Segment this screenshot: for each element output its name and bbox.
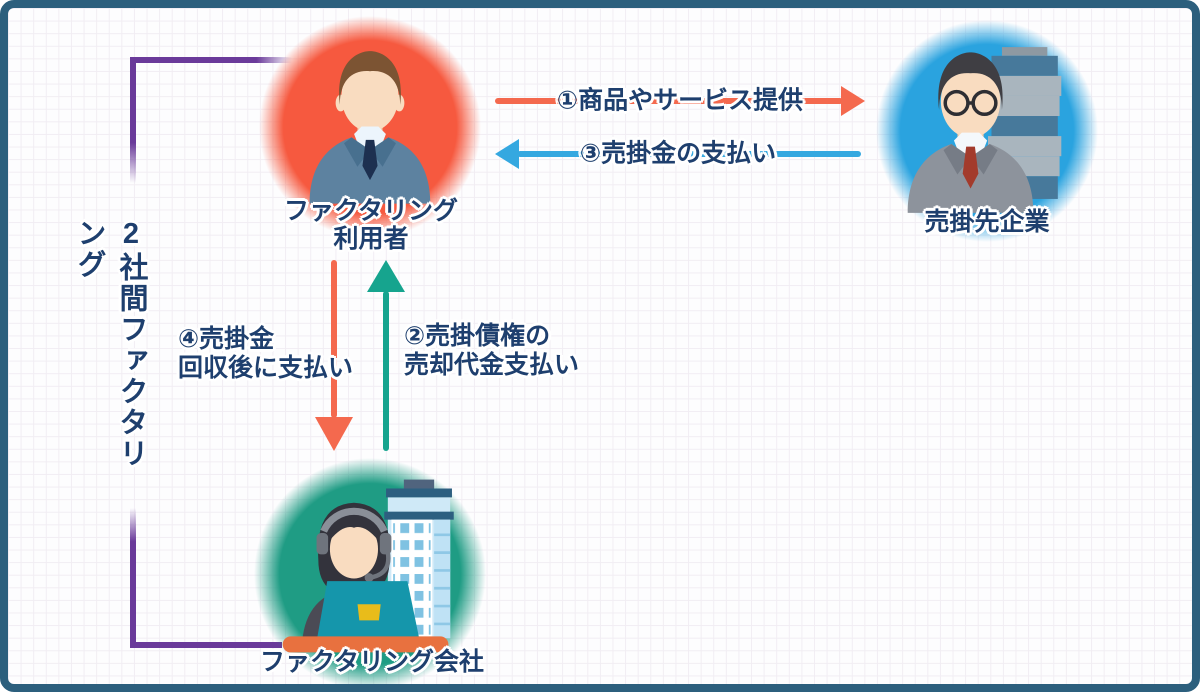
arrow-sale-proceeds-line [383, 291, 389, 451]
bracket-label: 2社間ファクタリング [73, 218, 147, 469]
arrow-pay-after-collection-head-icon [315, 417, 353, 451]
arrow-sale-proceeds-head-icon [367, 260, 405, 292]
flow-label-sale-proceeds: ②売掛債権の 売却代金支払い [404, 322, 580, 379]
factoring-user-label: ファクタリング 利用者 [283, 197, 459, 253]
factoring-company-label: ファクタリング会社 [259, 648, 485, 676]
arrow-pay-after-collection-line [331, 260, 337, 418]
bracket-bottom-vertical-line [130, 508, 136, 648]
flow-label-pay-after-collection: ④売掛金 回収後に支払い [178, 325, 354, 382]
businessman-icon [309, 51, 431, 204]
flow-label-receivable-payment: ③売掛金の支払い [579, 139, 777, 168]
office-building-icon [988, 47, 1062, 199]
arrow-receivable-payment-line [517, 151, 861, 157]
bracket-bottom-horizontal-line [130, 642, 282, 648]
factoring-company-node [254, 458, 486, 684]
client-company-label: 売掛先企業 [924, 208, 1050, 236]
flow-label-provide-goods: ①商品やサービス提供 [556, 86, 804, 115]
bracket-top-vertical-line [130, 57, 136, 183]
arrow-provide-goods-head-icon [841, 86, 865, 116]
operator-with-building-icon [282, 479, 454, 653]
arrow-receivable-payment-head-icon [495, 139, 519, 169]
factoring-user-node [259, 16, 481, 238]
laptop-logo [357, 604, 381, 621]
bracket-top-horizontal-line [130, 57, 292, 63]
desk-icon [282, 636, 449, 653]
businessman-with-building-icon [907, 47, 1062, 213]
client-company-node [876, 20, 1098, 242]
arrow-provide-goods-line [495, 98, 843, 104]
